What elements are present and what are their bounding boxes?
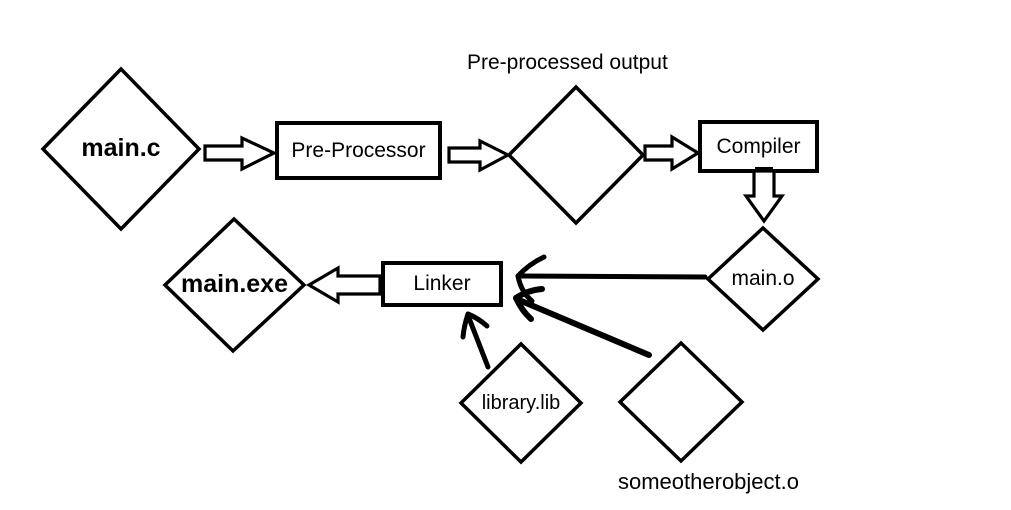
arrow-mainc-to-preprocessor [203,135,278,172]
linker-box [381,261,503,307]
someotherobject-diamond [617,340,745,464]
pre-processor-label: Pre-Processor [291,138,426,162]
arrow-linker-to-mainexe [305,265,382,305]
compiler-box [698,120,819,173]
arrow-compiler-to-maino [742,169,786,224]
someotherobject-label: someotherobject.o [618,469,799,494]
main-c-label: main.c [81,134,161,163]
main-o-diamond [705,225,821,333]
arrow-preprocessor-to-output [447,138,512,173]
arrow-output-to-compiler [643,134,702,172]
library-lib-diamond [458,341,584,465]
library-lib-label: library.lib [481,392,561,414]
main-c-diamond [40,66,202,232]
compiler-label: Compiler [716,134,801,158]
arrow-librarylib-to-linker [460,311,491,370]
preprocessed-output-diamond [506,84,646,226]
pre-processed-output-label: Pre-processed output [467,51,668,74]
arrow-maino-to-linker [515,254,708,304]
main-exe-label: main.exe [180,270,288,299]
pre-processor-box [275,121,442,180]
linker-label: Linker [413,272,471,296]
arrow-someotherobject-to-linker [513,286,652,358]
main-exe-diamond [162,216,307,354]
main-o-label: main.o [731,267,795,291]
